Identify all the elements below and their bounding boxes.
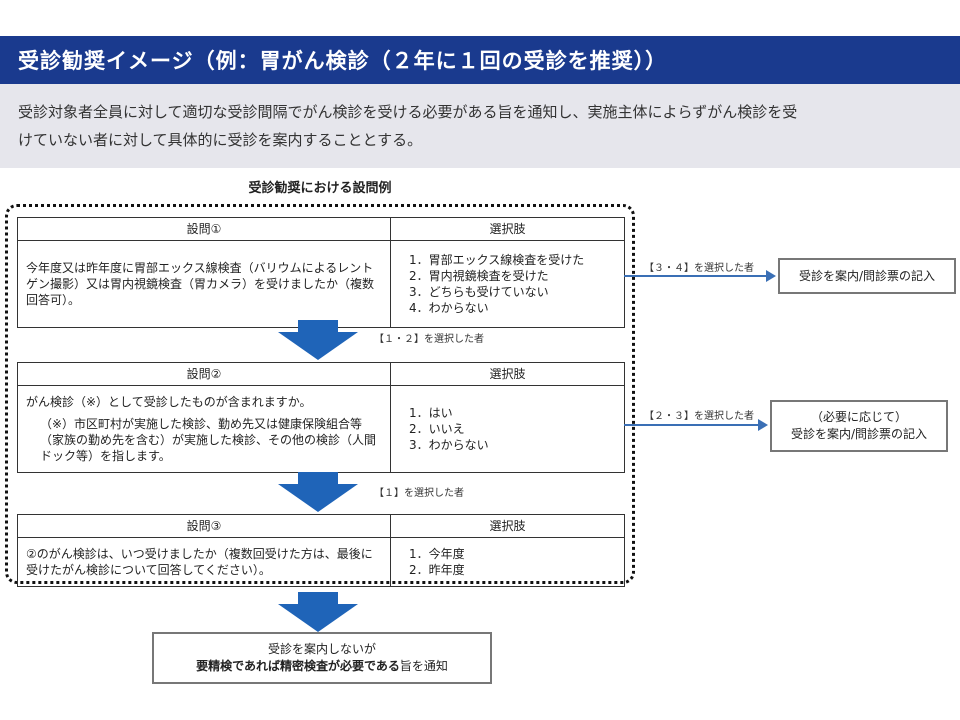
option: 4．わからない xyxy=(409,301,489,315)
question-1-text: 今年度又は昨年度に胃部エックス線検査（バリウムによるレントゲン撮影）又は胃内視鏡… xyxy=(17,240,391,328)
summary-text: 受診対象者全員に対して適切な受診間隔でがん検診を受ける必要がある旨を通知し、実施… xyxy=(0,84,960,168)
q2-branch-line xyxy=(624,424,760,426)
question-2-header: 設問② xyxy=(17,362,391,386)
down-arrow-3 xyxy=(278,592,358,632)
option: 3．どちらも受けていない xyxy=(409,285,549,299)
q2-outcome-line-2: 受診を案内/問診票の記入 xyxy=(790,427,928,441)
option: 3．わからない xyxy=(409,438,489,452)
q2-branch-arrowhead xyxy=(758,419,768,431)
option: 2．胃内視鏡検査を受けた xyxy=(409,269,549,283)
q1-outcome-text: 受診を案内/問診票の記入 xyxy=(798,268,936,283)
question-1-options-header: 選択肢 xyxy=(390,217,625,241)
question-2-note: （※）市区町村が実施した検診、勤め先又は健康保険組合等（家族の勤め先を含む）が実… xyxy=(40,417,377,463)
q1-outcome-box: 受診を案内/問診票の記入 xyxy=(778,258,956,294)
q2-outcome-box: （必要に応じて） 受診を案内/問診票の記入 xyxy=(770,400,948,452)
option: 1．今年度 xyxy=(409,547,465,561)
summary-line-2: けていない者に対して具体的に受診を案内することとする。 xyxy=(18,131,423,149)
final-line-2: 要精検であれば精密検査が必要である旨を通知 xyxy=(196,658,448,675)
option: 2．昨年度 xyxy=(409,563,465,577)
question-2-table: 設問② 選択肢 がん検診（※）として受診したものが含まれますか。 （※）市区町村… xyxy=(17,362,625,473)
q1-branch-label: 【３・４】を選択した者 xyxy=(644,263,754,274)
down-arrow-1 xyxy=(278,320,358,360)
page-title: 受診勧奨イメージ（例：胃がん検診（２年に１回の受診を推奨）） xyxy=(0,36,960,84)
question-3-header: 設問③ xyxy=(17,514,391,538)
question-3-text: ②のがん検診は、いつ受けましたか（複数回受けた方は、最後に受けたがん検診について… xyxy=(17,537,391,587)
question-3-options: 1．今年度 2．昨年度 xyxy=(390,537,625,587)
question-2-main: がん検診（※）として受診したものが含まれますか。 xyxy=(26,395,312,409)
flow-label-2: 【１】を選択した者 xyxy=(374,488,464,499)
q2-outcome-line-1: （必要に応じて） xyxy=(810,410,907,424)
q1-branch-arrowhead xyxy=(766,270,776,282)
question-1-table: 設問① 選択肢 今年度又は昨年度に胃部エックス線検査（バリウムによるレントゲン撮… xyxy=(17,217,625,328)
question-1-header: 設問① xyxy=(17,217,391,241)
question-3-options-header: 選択肢 xyxy=(390,514,625,538)
question-2-options-header: 選択肢 xyxy=(390,362,625,386)
option: 1．はい xyxy=(409,406,453,420)
option: 1．胃部エックス線検査を受けた xyxy=(409,253,585,267)
question-2-text: がん検診（※）として受診したものが含まれますか。 （※）市区町村が実施した検診、… xyxy=(17,385,391,473)
final-line-1: 受診を案内しないが xyxy=(267,642,376,656)
q2-branch-label: 【２・３】を選択した者 xyxy=(644,411,754,422)
option: 2．いいえ xyxy=(409,422,465,436)
question-3-table: 設問③ 選択肢 ②のがん検診は、いつ受けましたか（複数回受けた方は、最後に受けた… xyxy=(17,514,625,587)
down-arrow-2 xyxy=(278,472,358,512)
question-2-options: 1．はい 2．いいえ 3．わからない xyxy=(390,385,625,473)
final-line-2-tail: 旨を通知 xyxy=(399,659,448,673)
question-1-options: 1．胃部エックス線検査を受けた 2．胃内視鏡検査を受けた 3．どちらも受けていな… xyxy=(390,240,625,328)
section-title: 受診勧奨における設問例 xyxy=(248,181,392,196)
q1-branch-line xyxy=(624,275,768,277)
final-line-2-bold: 要精検であれば精密検査が必要である xyxy=(196,659,400,673)
flow-label-1: 【１・２】を選択した者 xyxy=(374,334,484,345)
final-outcome-box: 受診を案内しないが 要精検であれば精密検査が必要である旨を通知 xyxy=(152,632,492,684)
summary-line-1: 受診対象者全員に対して適切な受診間隔でがん検診を受ける必要がある旨を通知し、実施… xyxy=(18,103,798,121)
